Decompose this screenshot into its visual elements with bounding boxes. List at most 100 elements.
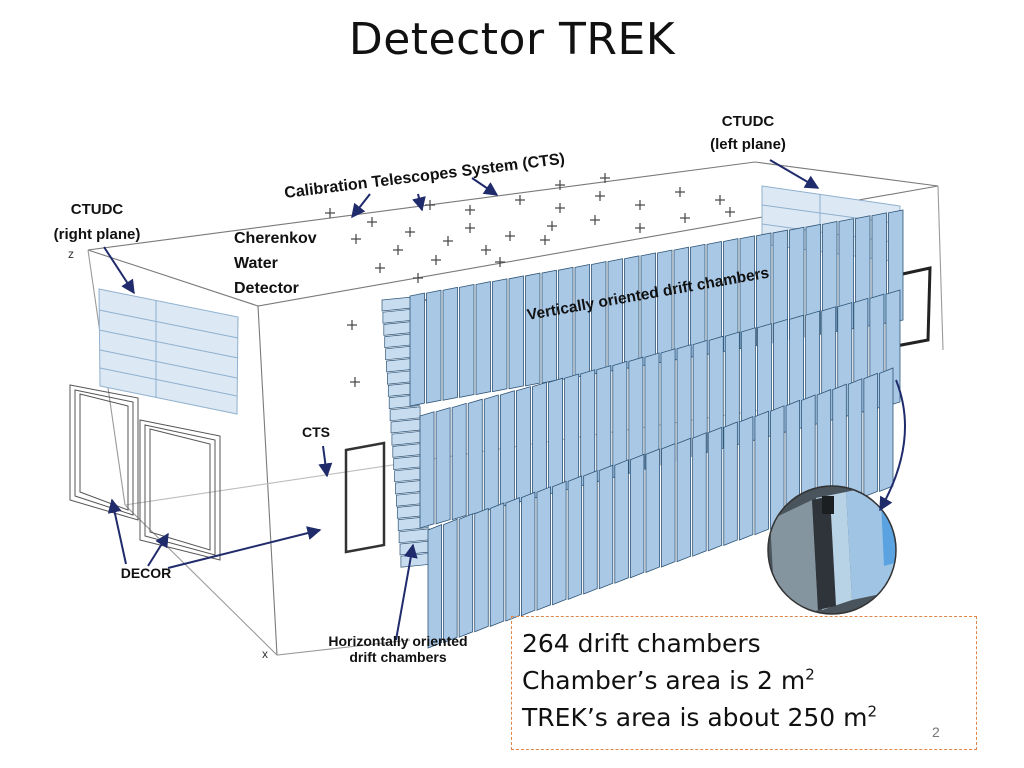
label-cherenkov-line3: Detector [234,280,299,297]
label-cherenkov-line2: Water [234,255,278,272]
horizontal-chamber-slat [400,552,432,568]
axis-label-x: x [262,647,268,661]
horizontal-chamber-slat [383,321,415,336]
drift-chamber-slat [499,390,515,508]
drift-chamber-slat [574,263,590,378]
drift-chamber-slat [847,378,863,503]
drift-chamber-slat [580,369,596,487]
horizontal-chamber-slat [392,443,424,458]
drift-chamber-slat [426,289,442,404]
drift-chamber-slat [645,448,660,573]
drift-chamber-slat [525,272,541,387]
drift-chamber-slat [692,432,707,557]
drift-chamber-slat [707,426,723,552]
drift-chamber-slat [541,269,557,384]
drift-chamber-slat [459,284,475,398]
horizontal-chamber-slat [390,418,422,434]
label-cherenkov-line1: Cherenkov [234,230,317,247]
slide-title: Detector TREK [348,14,676,65]
horizontal-chamber-slat [382,308,414,324]
drift-chamber-slat [591,261,607,375]
label-cts: CTS [302,424,330,440]
drift-chamber-slat [657,249,673,364]
horizontal-chamber-slat [381,296,413,312]
drift-chamber-slat [409,292,425,407]
drift-chamber-slat [483,394,499,512]
info-line-chamber-count: 264 drift chambers [522,629,761,658]
info-trek-area-sup: 2 [867,702,878,721]
drift-chamber-slat [723,421,738,546]
drift-chamber-slat [467,398,483,516]
cts-inner-frame [344,441,386,554]
label-horizontal-line1: Horizontally oriented [328,633,467,649]
drift-chamber-slat [598,464,614,590]
drift-chamber-slat [676,344,692,462]
drift-chamber-array [381,209,904,649]
info-line-chamber-area: Chamber’s area is 2 m2 [522,662,966,699]
drift-chamber-slat [475,281,491,396]
drift-chamber-slat [614,459,629,584]
drift-chamber-slat [708,335,724,453]
horizontal-chamber-slat [393,455,425,470]
drift-chamber-slat [435,407,451,525]
drift-chamber-slat [564,373,580,491]
drift-chamber-slat [451,402,467,521]
label-ctudc-right-line1: CTUDC [71,201,124,218]
drift-chamber-slat [692,339,708,458]
ctudc-right-plane-panel [98,288,239,415]
label-cts-system: Calibration Telescopes System (CTS) [283,151,565,202]
info-chamber-area-sup: 2 [805,665,815,684]
horizontal-chamber-slat [389,406,421,422]
page-number: 2 [932,724,940,740]
drift-chamber-slat [738,416,754,541]
label-horizontal-line2: drift chambers [349,649,446,665]
drift-chamber-slat [458,513,474,638]
horizontal-chamber-slat [391,430,423,446]
drift-chamber-slat [612,360,628,479]
info-trek-area-text: TREK’s area is about 250 m [522,703,868,732]
info-box: 264 drift chambers Chamber’s area is 2 m… [511,616,977,750]
drift-chamber-slat [442,286,458,401]
drift-chamber-slat [863,372,878,498]
axis-label-z: z [68,247,74,261]
drift-chamber-slat [548,377,563,495]
drift-chamber-slat [596,365,612,483]
drift-chamber-slat [607,258,623,373]
drift-chamber-slat [673,246,689,361]
drift-chamber-slat [624,255,640,370]
drift-chamber-slat [629,453,645,579]
info-line-trek-area: TREK’s area is about 250 m2 [522,699,966,736]
drift-chamber-slat [508,275,524,390]
drift-chamber-slat [492,278,508,393]
drift-chamber-slat [516,386,531,504]
drift-chamber-slat [676,437,692,563]
drift-chamber-slat [489,502,505,627]
cts-telescope-markers [325,173,735,387]
annotation-arrows [103,159,906,641]
drift-chamber-slat [805,223,821,338]
drift-chamber-slat [443,518,458,644]
info-chamber-area-text: Chamber’s area is 2 m [522,666,806,695]
drift-chamber-slat [474,507,489,633]
label-ctudc-left-line2: (left plane) [710,136,786,153]
drift-chamber-slat [427,524,442,649]
drift-chamber-slat [552,480,567,606]
horizontal-chamber-slat [399,540,431,556]
drift-chamber-slat [822,220,838,335]
horizontal-chamber-slat [398,528,430,544]
label-ctudc-right-line2: (right plane) [54,226,141,243]
drift-chamber-slat [532,381,547,500]
drift-chamber-slat [640,252,656,367]
drift-chamber-slat [521,491,536,617]
drift-chamber-slat [419,411,435,529]
drift-chamber-slat [583,470,598,595]
drift-chamber-slat [558,266,574,381]
label-ctudc-left-line1: CTUDC [722,113,775,130]
decor-frames [69,384,221,561]
drift-chamber-slat [567,475,583,600]
drift-chamber-slat [690,243,706,358]
drift-chamber-slat [505,497,520,622]
label-decor: DECOR [121,565,172,581]
drift-chamber-slat [879,367,894,492]
